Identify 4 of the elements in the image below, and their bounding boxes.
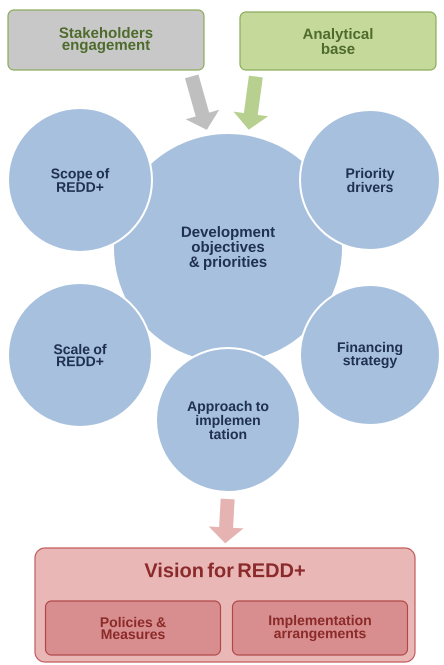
input-box: Analytical base [239, 11, 437, 71]
input-box: Stakeholders engagement [7, 9, 205, 71]
sub-box: Policies & Measures [44, 600, 222, 656]
sub-box: Implementation arrangements [232, 600, 408, 656]
